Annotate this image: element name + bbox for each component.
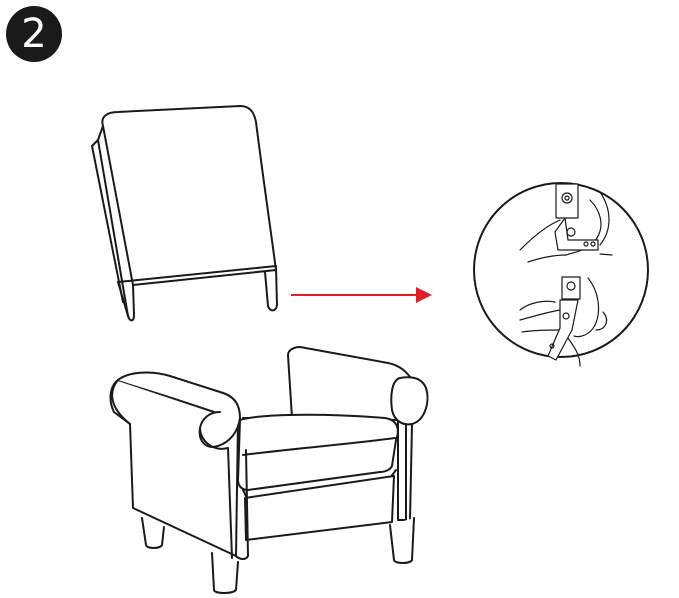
armchair-base-icon bbox=[111, 347, 428, 593]
bracket-detail-icon bbox=[474, 183, 648, 366]
chair-backrest-icon bbox=[92, 106, 277, 320]
arrow-right-icon bbox=[291, 287, 432, 303]
